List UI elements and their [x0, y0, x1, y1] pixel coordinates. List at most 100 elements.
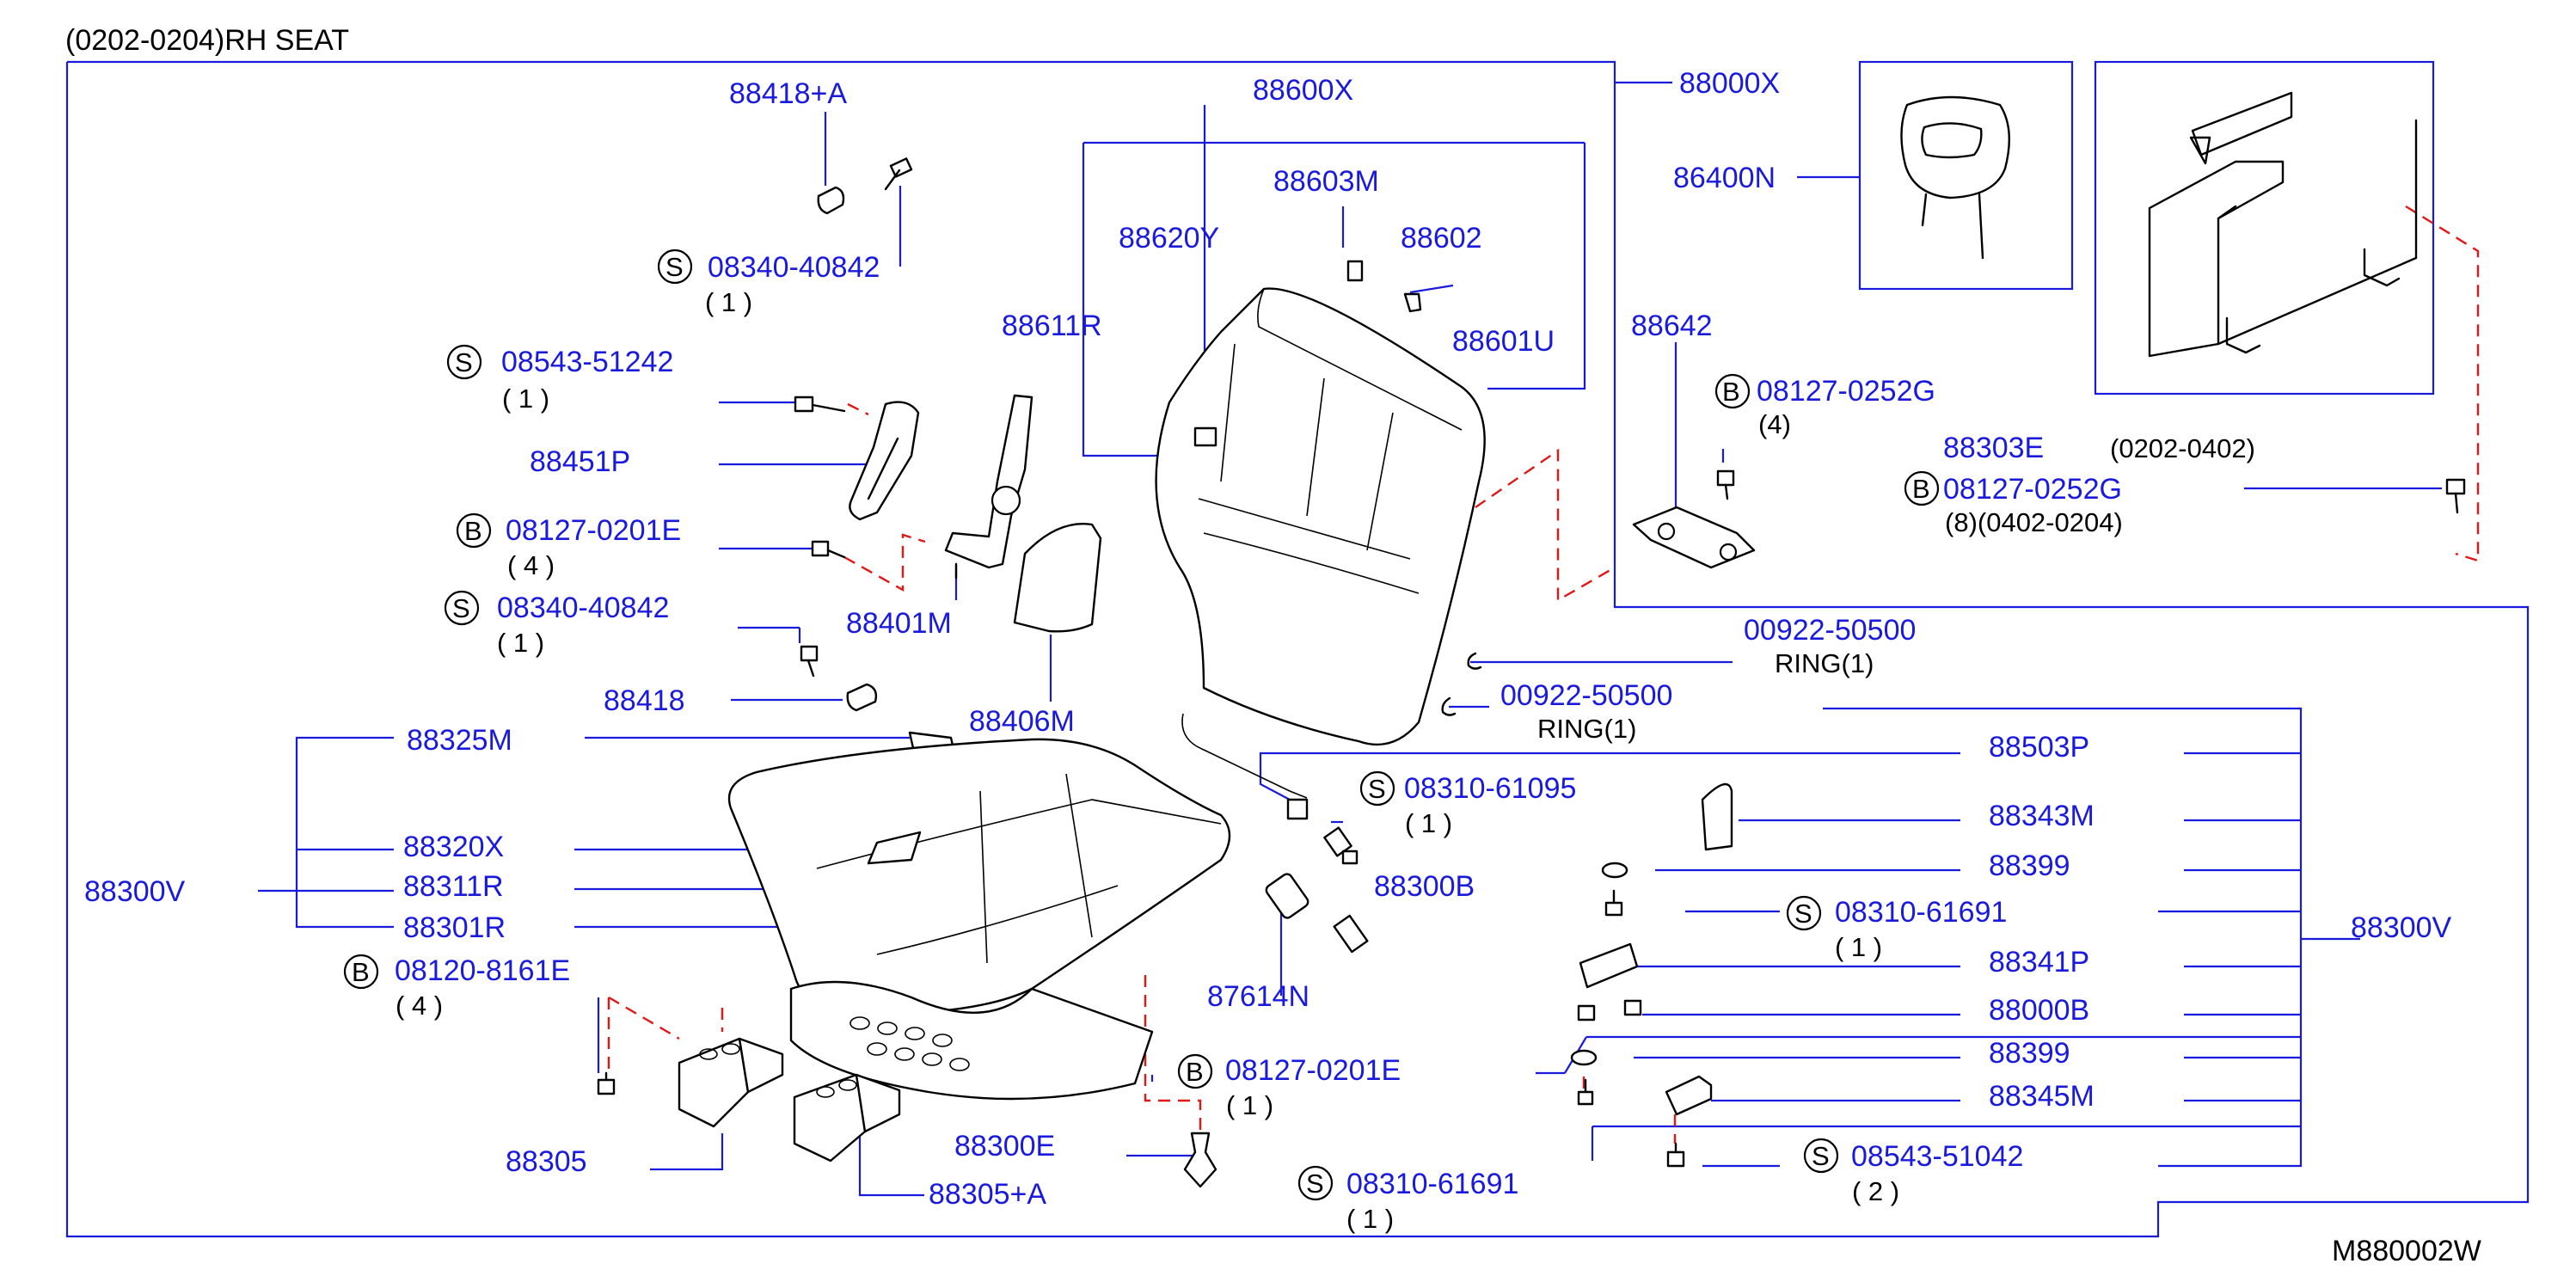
label-00922-50500-b: 00922-50500	[1500, 679, 1672, 712]
label-88620y: 88620Y	[1119, 222, 1219, 255]
label-08340-40842-b: 08340-40842	[497, 592, 669, 624]
symbol-s: S	[455, 347, 473, 377]
label-08310-61095: 08310-61095	[1404, 772, 1576, 805]
diagram-title: (0202-0204)RH SEAT	[65, 24, 349, 57]
label-88418a: 88418+A	[729, 77, 847, 110]
qty-label: ( 1 )	[1226, 1090, 1273, 1120]
symbol-s: S	[1306, 1169, 1324, 1199]
washer-88399-b	[1570, 1049, 1598, 1066]
label-88341p: 88341P	[1989, 946, 2089, 978]
cover-88343m	[1701, 782, 1733, 851]
label-88345m: 88345M	[1989, 1080, 2095, 1113]
label-88601u: 88601U	[1452, 325, 1555, 358]
label-88301r: 88301R	[403, 911, 506, 944]
qty-label: ( 4 )	[507, 550, 555, 580]
clip-88503p	[1286, 798, 1309, 820]
label-88300e: 88300E	[954, 1130, 1055, 1163]
label-08120-8161e: 08120-8161E	[395, 954, 570, 987]
label-08127-0252g-a: 08127-0252G	[1757, 375, 1935, 408]
label-88611r: 88611R	[1002, 310, 1102, 342]
label-88305a: 88305+A	[929, 1178, 1046, 1211]
symbol-b: B	[1722, 377, 1740, 407]
label-88401m: 88401M	[846, 607, 952, 640]
bolt-08310-61691-a	[1604, 889, 1623, 917]
date-range-label: (0202-0402)	[2110, 433, 2255, 463]
label-86400n: 86400N	[1673, 162, 1776, 194]
ring-label: RING(1)	[1537, 714, 1636, 744]
qty-label: (8)(0402-0204)	[1945, 507, 2123, 537]
seatback-88600x	[1155, 260, 1486, 746]
qty-label: ( 1 )	[1405, 808, 1452, 838]
bolt-08310-61095	[1323, 826, 1359, 865]
label-08127-0201e-b: 08127-0201E	[1225, 1054, 1401, 1087]
qty-label: ( 2 )	[1852, 1176, 1899, 1206]
bolt-88300b	[1333, 914, 1369, 954]
label-88300v-right: 88300V	[2351, 911, 2452, 944]
label-88503p: 88503P	[1989, 731, 2089, 764]
symbol-s: S	[1794, 899, 1812, 929]
label-08310-61691-a: 08310-61691	[1835, 896, 2007, 929]
label-88303e: 88303E	[1943, 432, 2044, 464]
symbol-s: S	[665, 252, 684, 282]
label-88399-b: 88399	[1989, 1037, 2070, 1070]
label-88603m: 88603M	[1273, 165, 1379, 198]
label-87614n: 87614N	[1207, 980, 1309, 1013]
label-08543-51242: 08543-51242	[501, 346, 673, 378]
label-88406m: 88406M	[969, 705, 1075, 738]
label-88300v-left: 88300V	[84, 875, 186, 908]
cap-88418	[846, 683, 878, 712]
label-88300b: 88300B	[1374, 870, 1475, 903]
hinge-88401m	[944, 394, 1033, 580]
headrest-86400n	[1900, 95, 2010, 260]
bolt-08340-40842	[884, 157, 913, 191]
label-08127-0252g-b: 08127-0252G	[1943, 473, 2122, 506]
cap-88418a	[817, 186, 845, 215]
label-88602: 88602	[1401, 222, 1482, 255]
bolt-08127-0201e	[811, 540, 846, 559]
ring-label: RING(1)	[1775, 648, 1874, 678]
washer-88399-a	[1601, 862, 1628, 879]
label-88000b: 88000B	[1989, 994, 2089, 1027]
symbol-b: B	[1912, 474, 1930, 504]
part-illustrations	[597, 91, 2466, 1188]
label-88325m: 88325M	[407, 724, 512, 757]
bolt-87614n	[1265, 873, 1309, 919]
label-88451p: 88451P	[530, 445, 630, 478]
qty-label: ( 1 )	[1835, 932, 1882, 962]
bracket-88642	[1632, 469, 1756, 569]
ring-00922-50500-a	[1467, 652, 1482, 670]
label-08310-61691-b: 08310-61691	[1346, 1168, 1518, 1200]
qty-label: (4)	[1758, 409, 1791, 439]
cover-88406m	[1013, 523, 1102, 633]
label-88305: 88305	[506, 1145, 587, 1178]
bolt-88399-b	[1577, 1078, 1594, 1106]
label-08543-51042: 08543-51042	[1851, 1140, 2023, 1173]
label-08127-0201e-a: 08127-0201E	[506, 514, 681, 547]
qty-label: ( 1 )	[705, 287, 752, 317]
symbol-b: B	[352, 957, 370, 987]
bolt-08127-0252g-b	[2445, 478, 2466, 514]
symbol-s: S	[1812, 1141, 1830, 1171]
qty-label: ( 1 )	[502, 383, 549, 414]
qty-label: ( 1 )	[1346, 1204, 1394, 1234]
symbol-b: B	[1186, 1057, 1204, 1087]
label-88000x: 88000X	[1679, 67, 1780, 100]
bolt-88000b	[1577, 999, 1642, 1021]
symbol-s: S	[452, 593, 470, 623]
label-88600x: 88600X	[1253, 74, 1353, 107]
label-88399-a: 88399	[1989, 850, 2070, 882]
label-88418: 88418	[604, 684, 685, 717]
wire-88503p	[1181, 713, 1308, 799]
label-08340-40842-a: 08340-40842	[708, 251, 880, 284]
part-labels: 88418+A 88600X 88000X 88603M 88620Y 8860…	[84, 67, 2452, 1234]
bracket-88451p	[794, 396, 920, 521]
symbol-b: B	[464, 516, 482, 546]
label-00922-50500-a: 00922-50500	[1744, 614, 1916, 647]
drawing-code: M880002W	[2332, 1235, 2481, 1267]
qty-label: ( 4 )	[396, 991, 443, 1021]
foot-88305a	[793, 1073, 901, 1163]
seat-cushion-88320x	[727, 738, 1231, 1016]
bolt-08340-40842-b	[800, 645, 819, 678]
bracket-88341p	[1579, 942, 1639, 989]
